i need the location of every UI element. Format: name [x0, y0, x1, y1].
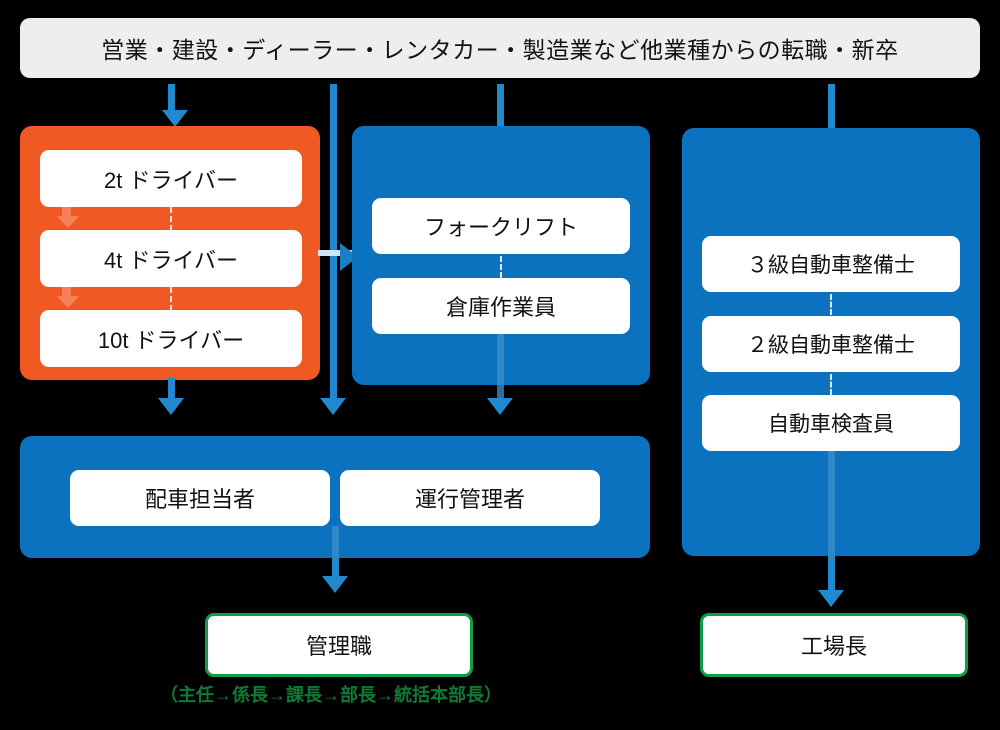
card-forklift[interactable]: フォークリフト: [372, 198, 630, 254]
box-factory-manager[interactable]: 工場長: [700, 613, 968, 677]
mechanic-card-separator-2: [830, 374, 832, 395]
connector-banner-to-operations-line: [330, 84, 337, 402]
connector-driver-to-operations-arrow: [158, 398, 184, 415]
driver-card-separator-1: [170, 207, 172, 231]
box-management[interactable]: 管理職: [205, 613, 473, 677]
card-vehicle-inspector[interactable]: 自動車検査員: [702, 395, 960, 451]
connector-mechanic-to-factory-arrow: [818, 590, 844, 607]
connector-banner-to-operations-arrow: [320, 398, 346, 415]
driver-step-arrow-1: [57, 216, 79, 228]
entry-sources-banner: 営業・建設・ディーラー・レンタカー・製造業など他業種からの転職・新卒: [20, 18, 980, 78]
connector-driver-to-warehouse-line: [318, 250, 358, 256]
card-mechanic-grade2[interactable]: ２級自動車整備士: [702, 316, 960, 372]
connector-warehouse-to-operations-arrow: [487, 398, 513, 415]
connector-warehouse-to-operations-line: [497, 334, 504, 402]
card-dispatcher[interactable]: 配車担当者: [70, 470, 330, 526]
card-operations-manager[interactable]: 運行管理者: [340, 470, 600, 526]
connector-banner-to-driver-arrow: [162, 110, 188, 127]
connector-mechanic-inner-line: [828, 451, 835, 556]
connector-banner-to-driver-line: [168, 84, 175, 112]
connector-operations-to-management-line: [332, 556, 339, 580]
driver-step-arrow-line-1: [62, 205, 71, 219]
driver-card-separator-2: [170, 287, 172, 311]
card-mechanic-grade3[interactable]: ３級自動車整備士: [702, 236, 960, 292]
connector-operations-inner-line: [332, 526, 339, 558]
management-career-ladder-caption: （主任→係長→課長→部長→統括本部長）: [160, 685, 502, 705]
driver-step-arrow-line-2: [62, 285, 71, 299]
card-warehouse-worker[interactable]: 倉庫作業員: [372, 278, 630, 334]
connector-operations-to-management-arrow: [322, 576, 348, 593]
card-driver-4t[interactable]: 4t ドライバー: [40, 230, 302, 287]
card-driver-10t[interactable]: 10t ドライバー: [40, 310, 302, 367]
connector-mechanic-to-factory-line: [828, 556, 835, 594]
connector-driver-to-operations-line: [168, 378, 175, 402]
warehouse-card-separator-1: [500, 256, 502, 278]
card-driver-2t[interactable]: 2t ドライバー: [40, 150, 302, 207]
mechanic-card-separator-1: [830, 294, 832, 315]
driver-step-arrow-2: [57, 296, 79, 308]
